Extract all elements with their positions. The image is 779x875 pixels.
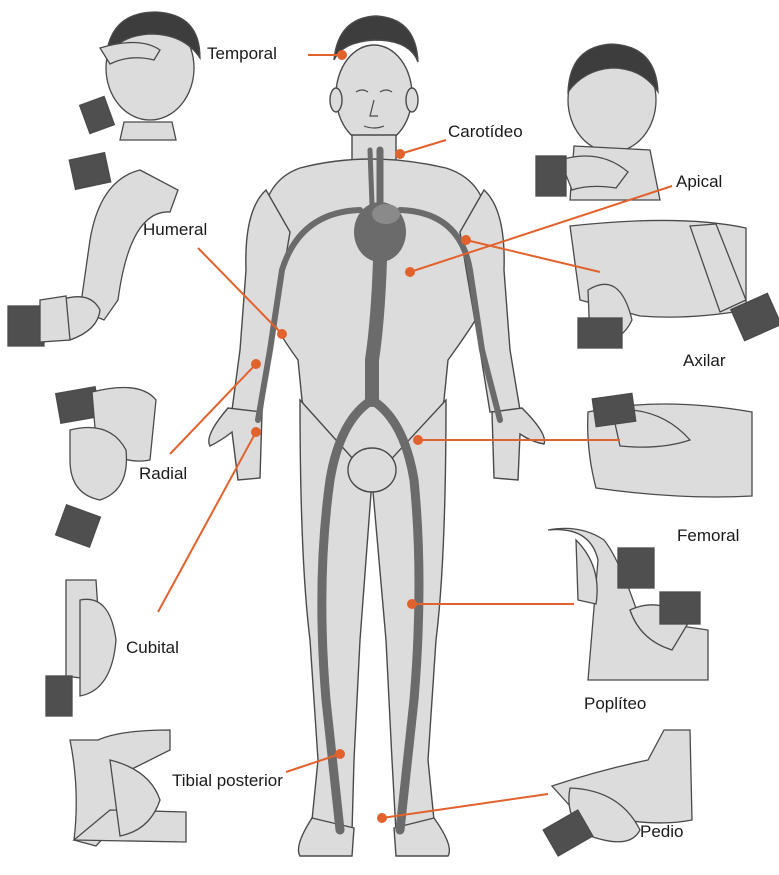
label-cubital: Cubital (126, 638, 179, 658)
label-tibial-posterior: Tibial posterior (172, 771, 283, 791)
axillary-vignette (570, 220, 779, 348)
label-radial: Radial (139, 464, 187, 484)
label-temporal: Temporal (207, 44, 277, 64)
human-body-figure (209, 16, 545, 856)
label-apical: Apical (676, 172, 722, 192)
label-carotideo: Carotídeo (448, 122, 523, 142)
label-humeral: Humeral (143, 220, 207, 240)
label-pedio: Pedio (640, 822, 683, 842)
humeral-vignette (8, 153, 178, 346)
label-popliteo: Poplíteo (584, 694, 646, 714)
aortic-arch (372, 204, 400, 224)
tibial-posterior-vignette (70, 730, 186, 846)
cubital-vignette (46, 580, 116, 716)
leader-carotideo (400, 140, 446, 154)
temporal-vignette (80, 12, 200, 140)
label-femoral: Femoral (677, 526, 739, 546)
label-axilar: Axilar (683, 351, 726, 371)
femoral-vignette (588, 393, 752, 497)
carotid-vignette (536, 44, 660, 200)
leader-cubital (158, 432, 256, 612)
